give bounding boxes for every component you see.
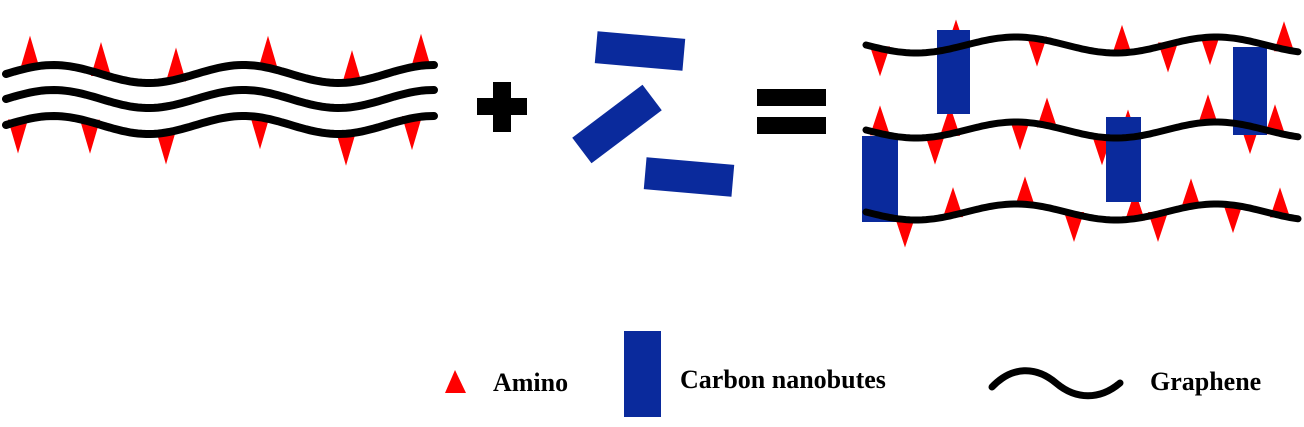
amino-icon: [1112, 24, 1132, 55]
amino-icon: [1037, 97, 1057, 128]
nanotube-rod-1: [594, 31, 686, 71]
amino-icon: [411, 33, 431, 68]
amino-icon: [1274, 21, 1294, 52]
amino-icon: [1158, 42, 1178, 73]
amino-icon: [1198, 94, 1218, 125]
amino-icon: [943, 187, 963, 218]
amino-icon: [156, 130, 176, 165]
plus-icon-bar-vertical: [493, 82, 511, 132]
graphene-sheet-1: [2, 60, 438, 88]
amino-icon: [258, 35, 278, 70]
amino-icon: [1270, 187, 1290, 218]
nanotube-pillar-3: [862, 136, 898, 222]
legend-nanotube-label: Carbon nanobutes: [680, 365, 886, 394]
equals-icon-bar-top: [757, 89, 826, 106]
amino-icon: [1200, 35, 1220, 66]
amino-icon: [250, 115, 270, 150]
network-graphene-sheet-3: [862, 200, 1302, 224]
amino-icon: [91, 42, 111, 76]
network-graphene-sheet-2: [862, 118, 1302, 142]
legend-graphene-label: Graphene: [1150, 367, 1262, 396]
amino-icon: [402, 116, 422, 151]
graphene-sheet-2: [2, 85, 438, 113]
amino-icon: [1181, 178, 1201, 209]
nanotube-pillar-2: [1233, 47, 1267, 135]
amino-icon: [1125, 190, 1145, 221]
amino-icon: [336, 131, 356, 166]
equals-icon-bar-bottom: [757, 117, 826, 134]
amino-icon: [1015, 176, 1035, 207]
legend-amino-label: Amino: [493, 368, 569, 397]
nanotube-pillar-4: [1106, 117, 1141, 202]
amino-icon: [1027, 36, 1047, 67]
amino-icon: [8, 119, 28, 154]
amino-icon: [342, 50, 362, 85]
nanotube-rod-3: [643, 157, 735, 197]
amino-icon: [870, 46, 890, 77]
amino-icon: [80, 119, 100, 154]
amino-icon: [20, 35, 40, 70]
graphene-sheet-3: [2, 111, 438, 139]
legend-graphene-icon: [988, 367, 1124, 400]
nanotube-rod-2: [572, 84, 662, 164]
amino-icon: [1265, 104, 1285, 135]
amino-icon: [870, 105, 890, 136]
amino-icon: [925, 134, 945, 165]
amino-icon: [1064, 211, 1084, 242]
amino-icon: [940, 105, 960, 136]
amino-icon: [1223, 203, 1243, 234]
amino-icon: [895, 217, 915, 248]
amino-icon: [1148, 211, 1168, 242]
legend-nanotube-icon: [624, 331, 661, 417]
amino-icon: [166, 47, 186, 82]
amino-icon: [1010, 120, 1030, 151]
legend-amino-icon: [445, 370, 466, 393]
network-graphene-sheet-1: [862, 33, 1302, 57]
